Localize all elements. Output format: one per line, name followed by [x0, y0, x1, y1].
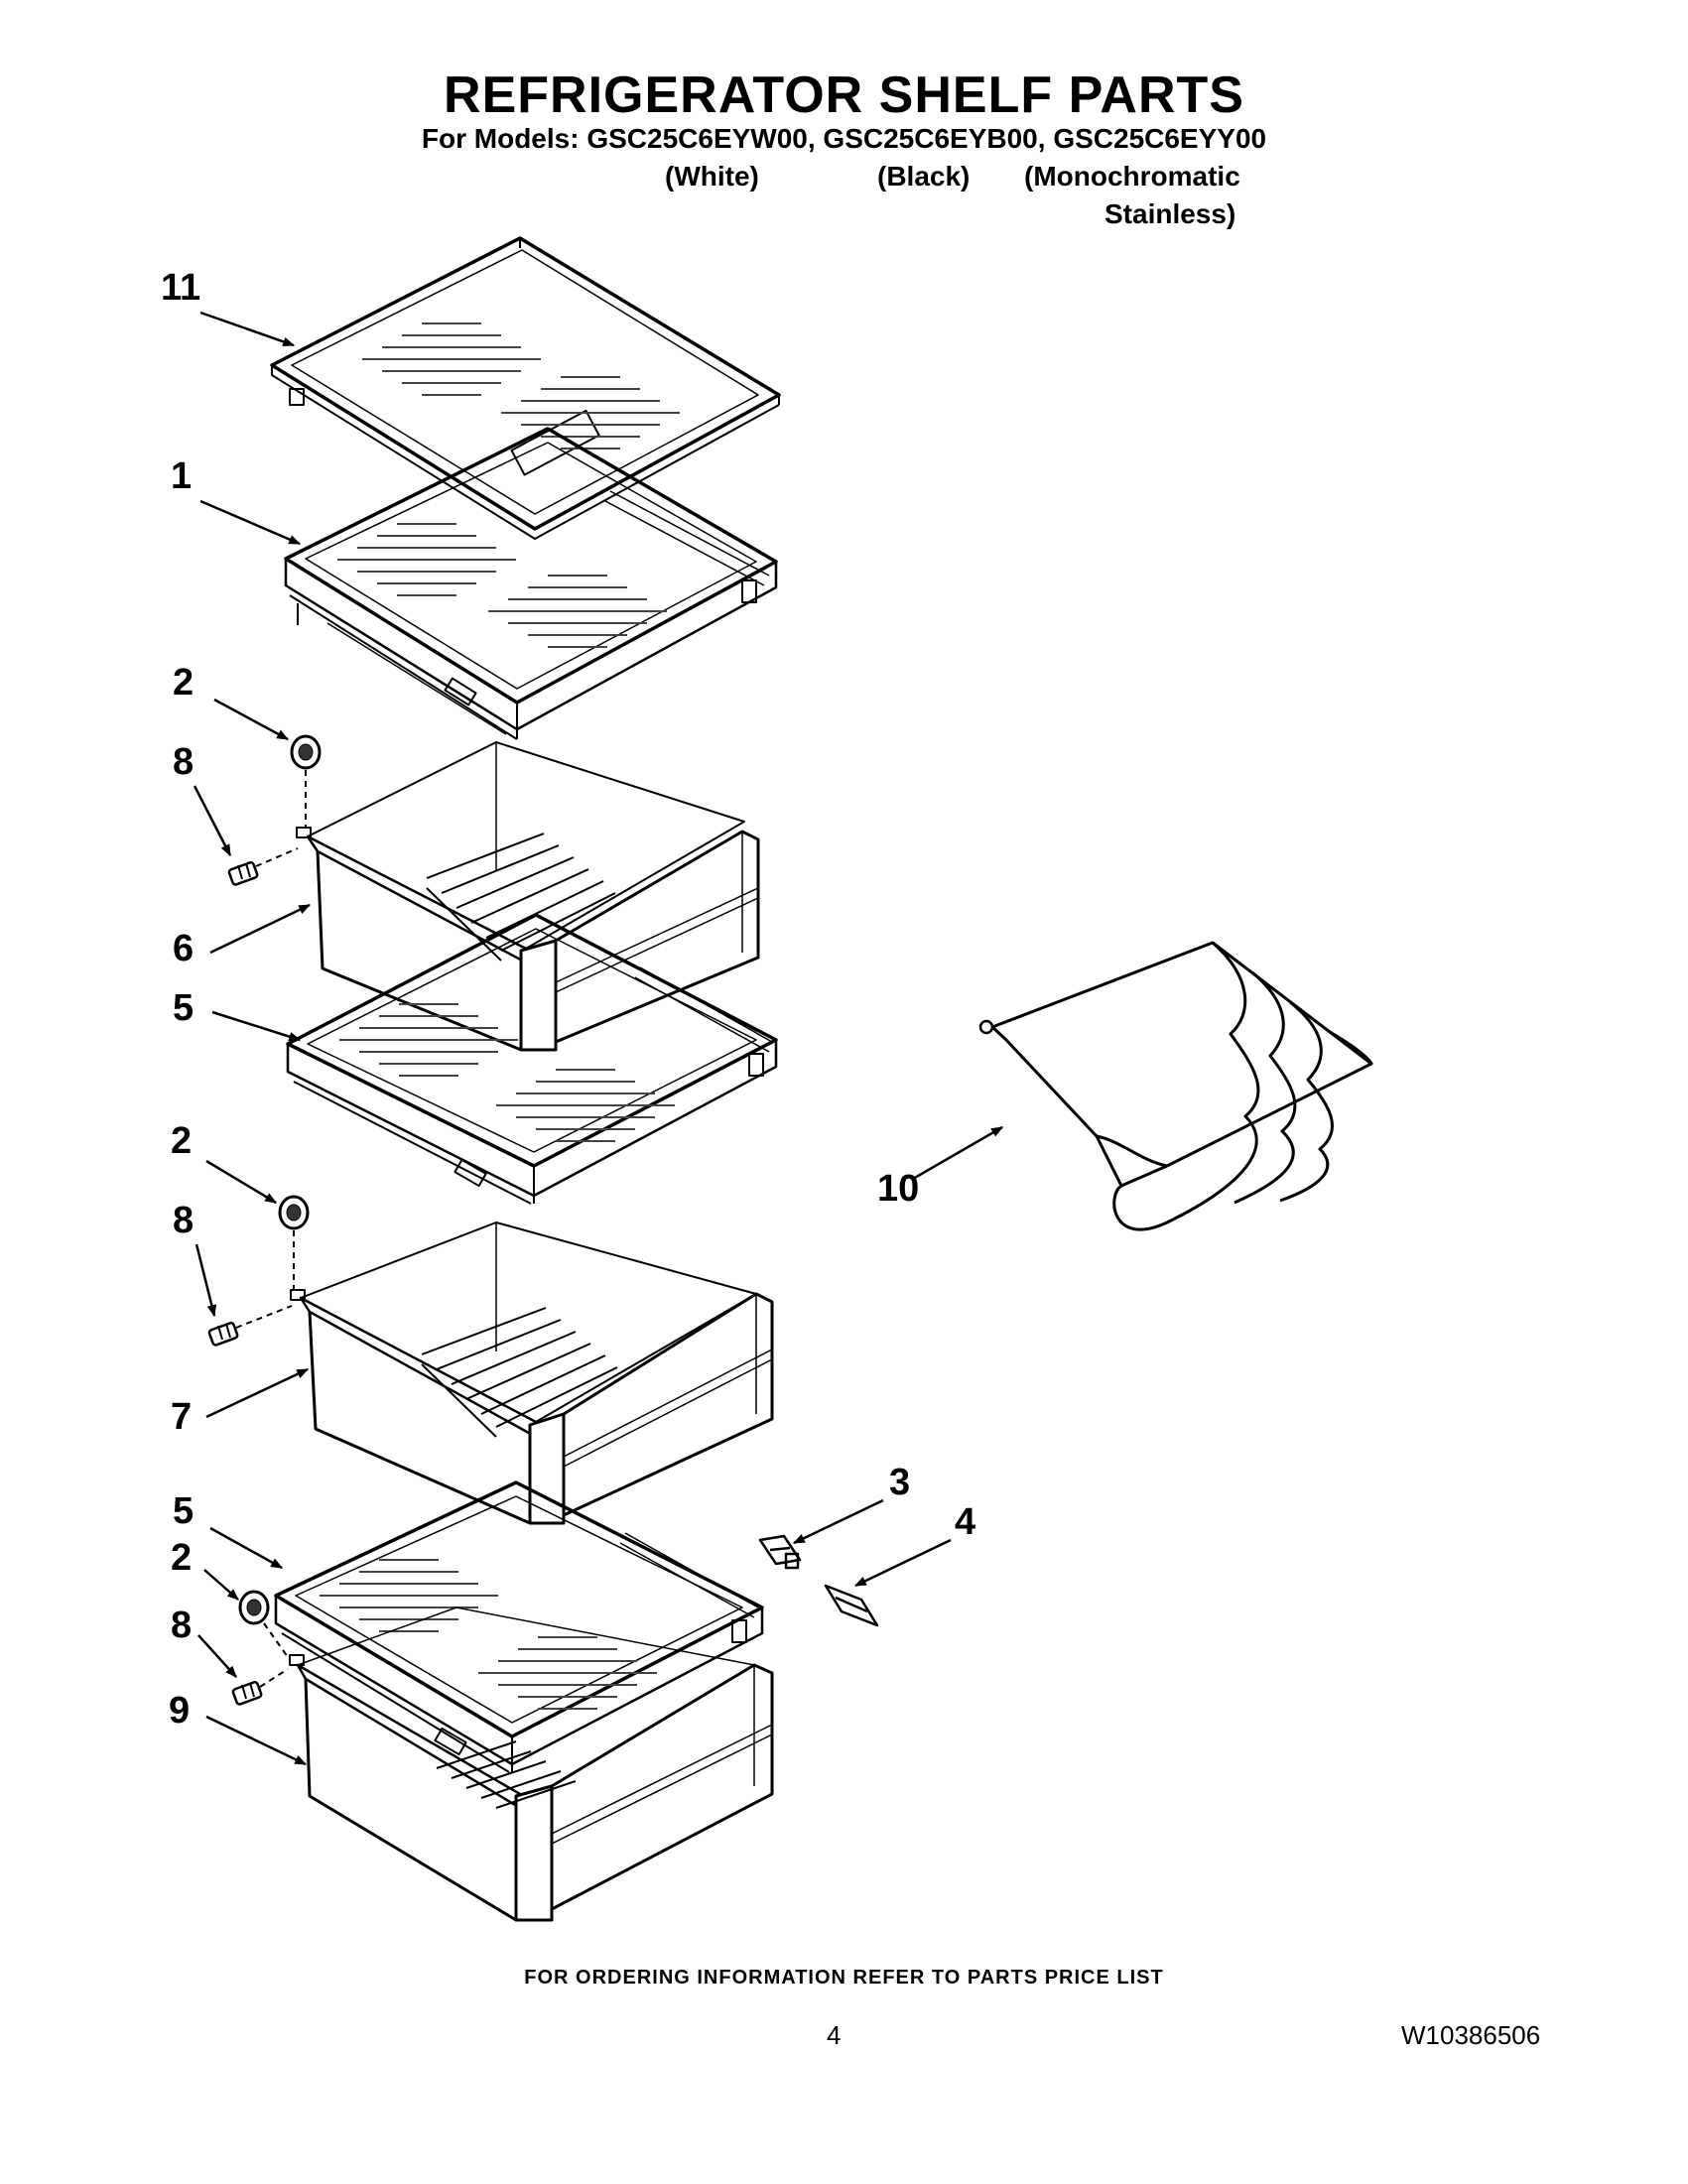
callout-11: 11 [161, 267, 200, 309]
callout-1: 1 [171, 455, 192, 497]
variant-stainless: Stainless) [1104, 198, 1236, 229]
part-10-wine-rack [978, 941, 1373, 1231]
callout-6: 6 [173, 928, 194, 969]
document-number: W10386506 [1401, 2020, 1541, 2050]
page-title: REFRIGERATOR SHELF PARTS [444, 66, 1244, 124]
callout-8: 8 [171, 1605, 192, 1646]
part-6-upper-crisper-drawer [296, 741, 760, 1052]
callout-10: 10 [877, 1168, 919, 1210]
callout-7: 7 [171, 1396, 192, 1438]
page-number: 4 [827, 2020, 842, 2050]
variant-monochromatic: (Monochromatic [1024, 161, 1240, 192]
part-9-bottom-drawer [289, 1606, 774, 1922]
callout-2: 2 [171, 1120, 192, 1162]
models-line: For Models: GSC25C6EYW00, GSC25C6EYB00, … [421, 123, 1267, 154]
variant-black: (Black) [877, 161, 971, 192]
caps-and-pins [206, 734, 322, 1707]
callout-2: 2 [171, 1537, 192, 1579]
callout-3: 3 [889, 1462, 910, 1503]
part-5-middle-shelf [286, 913, 778, 1205]
callout-9: 9 [169, 1690, 190, 1732]
part-5-bottom-shelf [274, 1480, 764, 1773]
callout-8: 8 [173, 1200, 194, 1241]
variant-white: (White) [665, 161, 759, 192]
callout-arrows [193, 311, 1004, 1766]
part-7-lower-crisper-drawer [290, 1221, 774, 1525]
callout-5: 5 [173, 1490, 194, 1532]
part-1-shelf [284, 427, 778, 740]
callout-4: 4 [955, 1501, 975, 1543]
callout-5: 5 [173, 987, 194, 1029]
part-11-top-shelf [270, 236, 781, 540]
part-3-clip [758, 1534, 802, 1570]
callout-2: 2 [173, 662, 194, 704]
part-4-clip [824, 1584, 879, 1627]
callout-8: 8 [173, 741, 194, 783]
ordering-note: FOR ORDERING INFORMATION REFER TO PARTS … [524, 1967, 1164, 1989]
